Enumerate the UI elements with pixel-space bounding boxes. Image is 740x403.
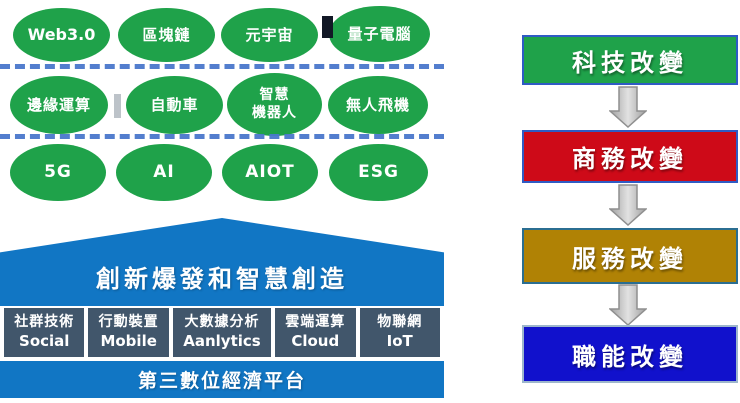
- flow-step-service-change: 服務改變: [522, 228, 738, 284]
- house-roof: 創新爆發和智慧創造: [0, 218, 444, 306]
- column-label-en: Aanlytics: [183, 331, 261, 350]
- bubble-aiot: AIOT: [222, 144, 318, 201]
- bubble-blockchain: 區塊鏈: [118, 8, 215, 62]
- down-arrow-icon: [609, 86, 647, 128]
- column-label-zh: 大數據分析: [184, 314, 260, 331]
- bubble-web3: Web3.0: [13, 8, 110, 62]
- bubble-esg: ESG: [329, 144, 428, 201]
- dark-mark-artifact: [322, 16, 333, 38]
- platform-bar: 第三數位經濟平台: [0, 361, 444, 398]
- column-social: 社群技術 Social: [4, 308, 85, 357]
- column-iot: 物聯網 IoT: [359, 308, 440, 357]
- column-label-en: Social: [19, 331, 70, 350]
- bubble-ai: AI: [116, 144, 212, 201]
- bubble-5g: 5G: [10, 144, 106, 201]
- dashed-divider-1: [0, 64, 444, 69]
- house-title: 創新爆發和智慧創造: [96, 265, 348, 293]
- column-label-en: IoT: [386, 331, 413, 350]
- column-label-zh: 雲端運算: [285, 314, 346, 331]
- bubble-smart-robot: 智慧 機器人: [227, 73, 322, 136]
- flow-step-technology-change: 科技改變: [522, 35, 738, 85]
- column-label-zh: 社群技術: [14, 314, 75, 331]
- bubble-auto-car: 自動車: [126, 76, 223, 134]
- bubble-edge-computing: 邊緣運算: [10, 76, 108, 134]
- down-arrow-icon: [609, 284, 647, 326]
- house-columns: 社群技術 Social 行動裝置 Mobile 大數據分析 Aanlytics …: [0, 308, 444, 357]
- flow-step-business-change: 商務改變: [522, 130, 738, 183]
- bubble-drone: 無人飛機: [328, 76, 428, 134]
- column-label-en: Cloud: [291, 331, 340, 350]
- down-arrow-icon: [609, 184, 647, 226]
- column-label-en: Mobile: [100, 331, 157, 350]
- gray-mark-artifact: [114, 94, 121, 118]
- bubble-quantum-computer: 量子電腦: [329, 6, 430, 62]
- flow-step-function-change: 職能改變: [522, 325, 738, 383]
- column-mobile: 行動裝置 Mobile: [88, 308, 169, 357]
- column-label-zh: 物聯網: [377, 314, 423, 331]
- bubble-metaverse: 元宇宙: [221, 8, 318, 62]
- column-label-zh: 行動裝置: [98, 314, 159, 331]
- column-cloud: 雲端運算 Cloud: [275, 308, 356, 357]
- dashed-divider-2: [0, 134, 444, 139]
- column-analytics: 大數據分析 Aanlytics: [172, 308, 272, 357]
